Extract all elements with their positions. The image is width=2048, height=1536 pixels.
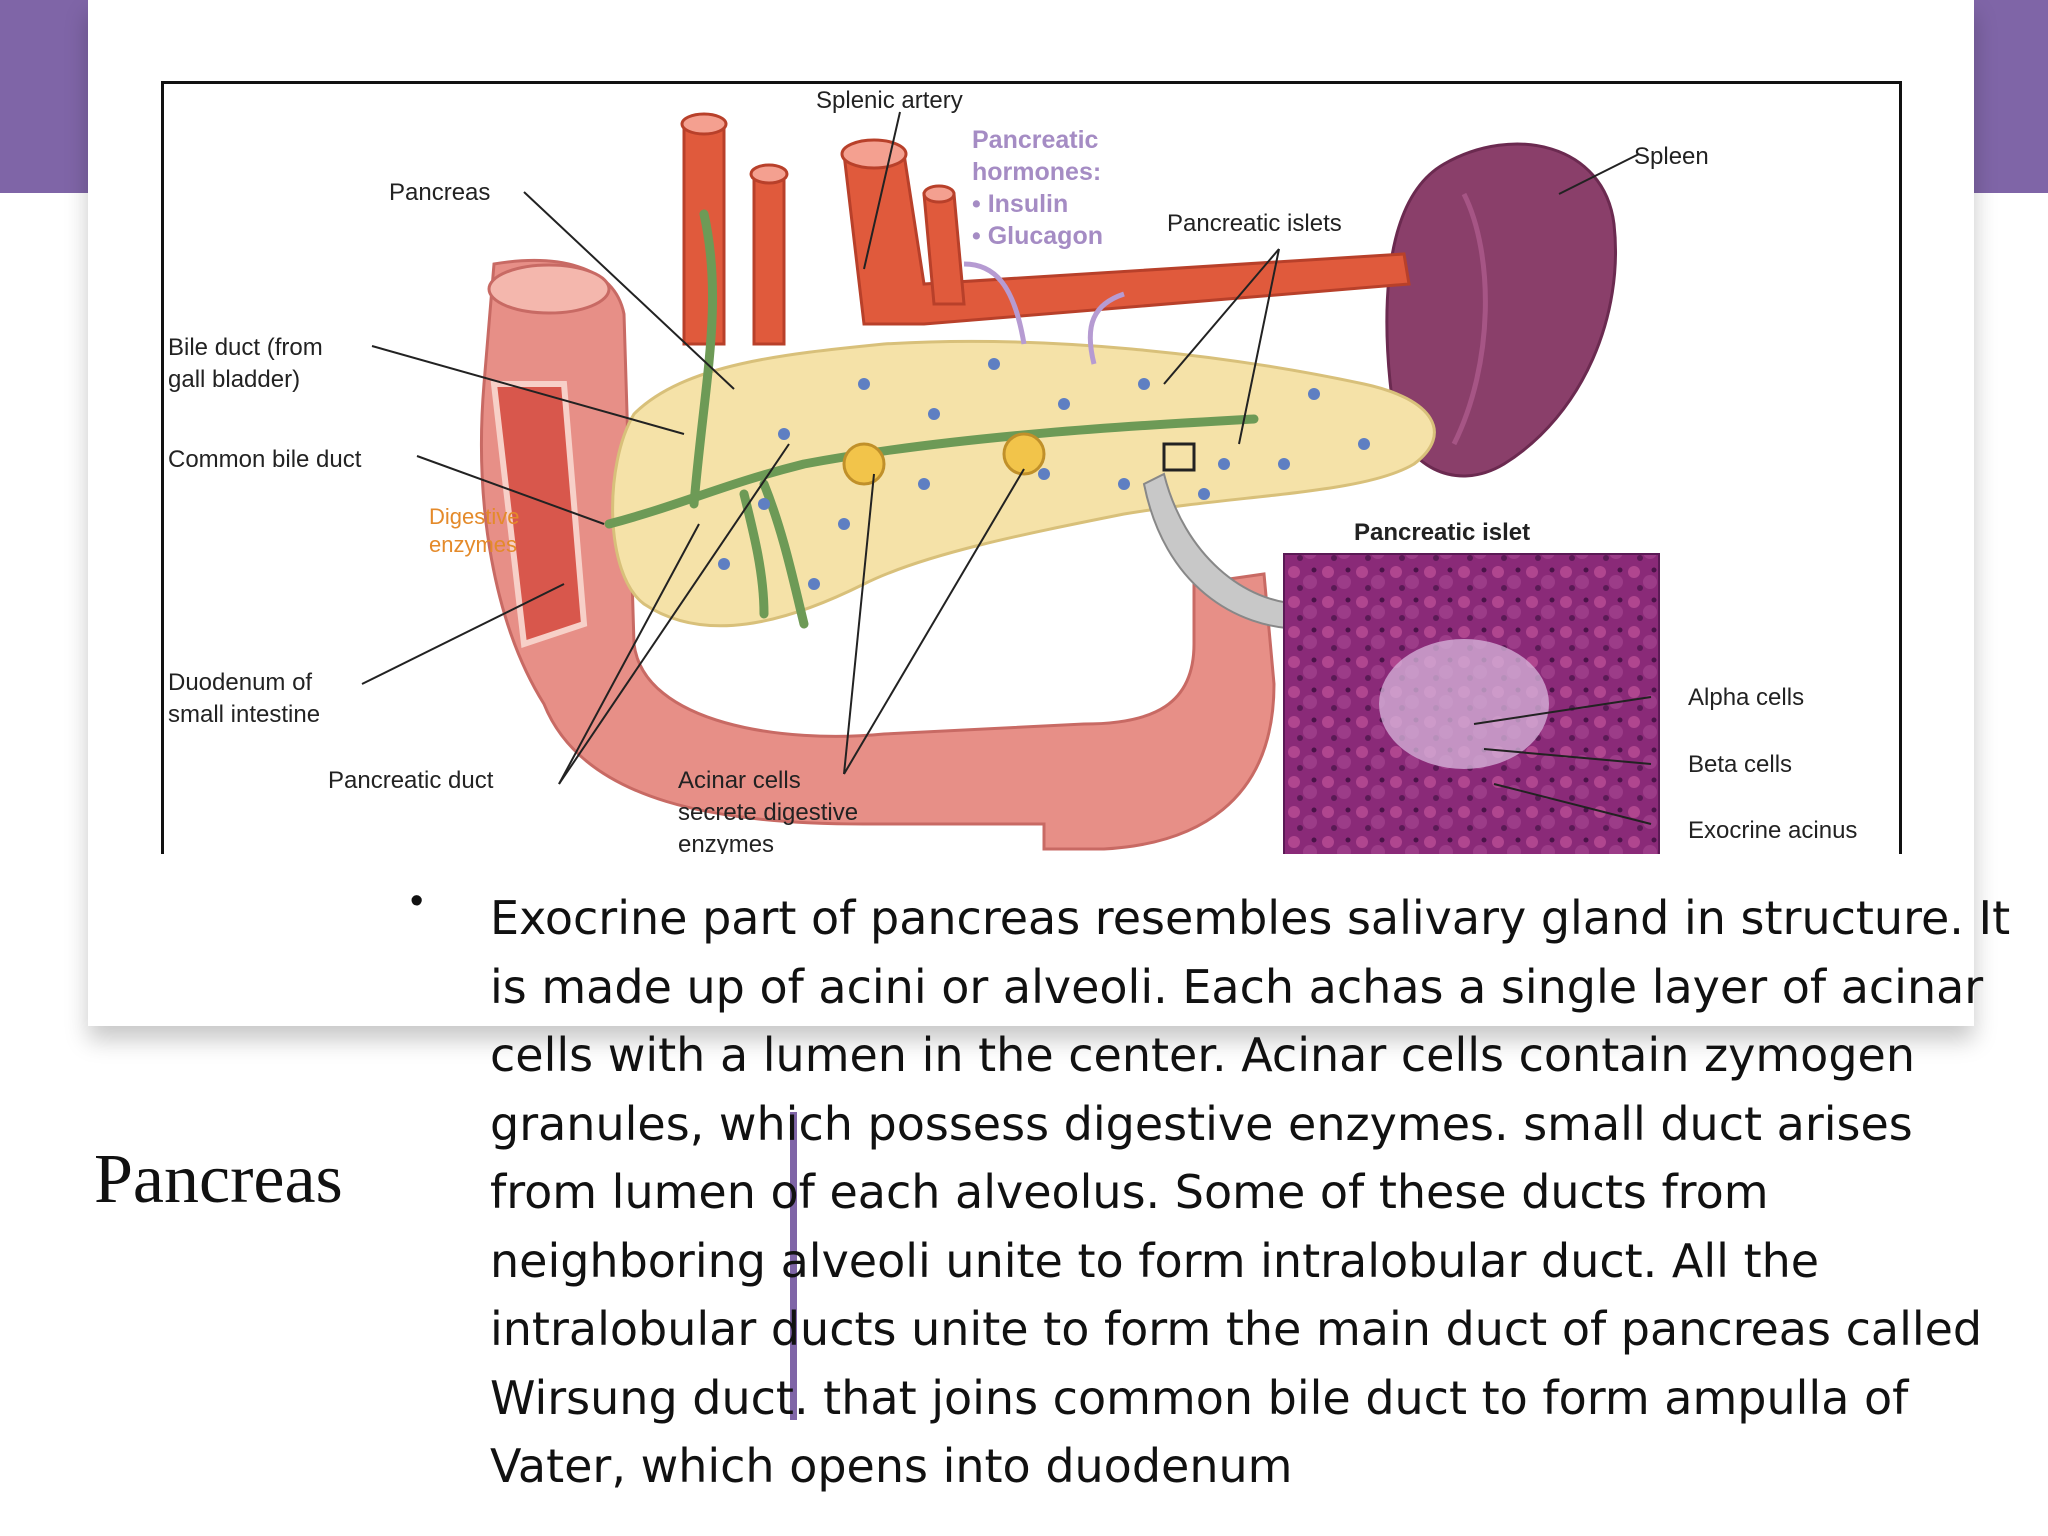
- pancreas-anatomy-figure: Splenic artery Pancreas Pancreatic hormo…: [161, 81, 1902, 854]
- label-digestive-1: Digestive: [429, 504, 519, 529]
- islet-dots: [718, 358, 1370, 590]
- label-spleen: Spleen: [1634, 143, 1709, 170]
- label-pancreas: Pancreas: [389, 179, 490, 206]
- label-insulin: • Insulin: [972, 190, 1068, 218]
- duodenum-shape: [480, 259, 1276, 851]
- bullet-marker: •: [410, 880, 424, 922]
- label-digestive-2: enzymes: [429, 532, 517, 557]
- label-acinar-1: Acinar cells: [678, 767, 801, 794]
- label-glucagon: • Glucagon: [972, 222, 1103, 250]
- label-islet-inset-title: Pancreatic islet: [1354, 519, 1530, 546]
- spleen-shape: [1385, 142, 1617, 478]
- divider-line: [790, 1112, 797, 1420]
- label-acinar-3: enzymes: [678, 831, 774, 854]
- accent-bar-left: [0, 0, 88, 193]
- label-duodenum-1: Duodenum of: [168, 669, 312, 696]
- label-pancreatic-islets: Pancreatic islets: [1167, 210, 1342, 237]
- label-bile-duct-1: Bile duct (from: [168, 334, 323, 361]
- label-splenic-artery: Splenic artery: [816, 87, 963, 114]
- label-bile-duct-2: gall bladder): [168, 366, 300, 393]
- label-acinar-2: secrete digestive: [678, 799, 858, 826]
- label-beta-cells: Beta cells: [1688, 751, 1792, 778]
- label-alpha-cells: Alpha cells: [1688, 684, 1804, 711]
- slide-title: Pancreas: [94, 1141, 343, 1218]
- pancreas-shape: [611, 339, 1436, 628]
- bullet-text: Exocrine part of pancreas resembles sali…: [490, 891, 2011, 1493]
- label-hormones-title-1: Pancreatic: [972, 126, 1099, 154]
- label-hormones-title-2: hormones:: [972, 158, 1101, 186]
- accent-bar-right: [1966, 0, 2048, 193]
- label-exocrine-acinus: Exocrine acinus: [1688, 817, 1857, 844]
- leader-lines: [361, 111, 1652, 825]
- label-pancreatic-duct: Pancreatic duct: [328, 767, 494, 794]
- label-duodenum-2: small intestine: [168, 701, 320, 728]
- label-common-bile-duct: Common bile duct: [168, 446, 362, 473]
- pancreas-diagram: Splenic artery Pancreas Pancreatic hormo…: [168, 87, 1857, 854]
